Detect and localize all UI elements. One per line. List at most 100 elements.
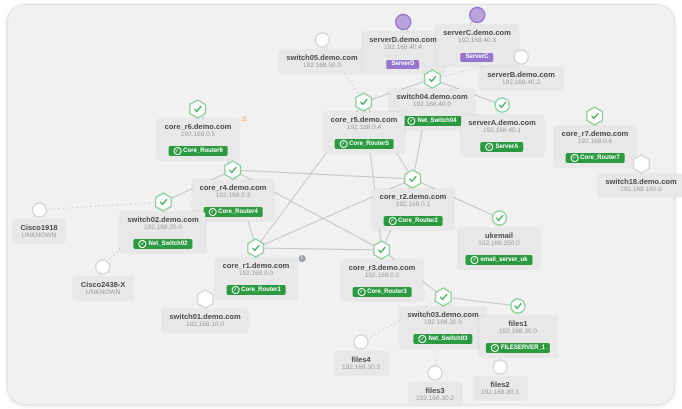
node-status-icon[interactable] bbox=[153, 192, 173, 212]
node-status-icon[interactable] bbox=[312, 30, 332, 50]
badge-label: Core_Router3 bbox=[367, 288, 407, 295]
hexagon-blank-icon bbox=[632, 154, 650, 174]
node-hostname: switch03.demo.com bbox=[407, 310, 479, 319]
circle-purple-icon bbox=[468, 6, 486, 24]
node-hostname: Cisco2438-X bbox=[80, 280, 126, 289]
node-status-icon[interactable] bbox=[631, 154, 651, 174]
badge-check-icon: ✓ bbox=[485, 143, 494, 151]
check-icon bbox=[498, 101, 506, 109]
node-hostname: serverC.demo.com bbox=[443, 28, 511, 37]
node-status-icon[interactable] bbox=[433, 287, 453, 307]
node-hostname: core_r5.demo.com bbox=[330, 115, 398, 124]
hexagon-check-icon bbox=[247, 238, 265, 258]
node-status-icon[interactable] bbox=[585, 106, 605, 126]
node-hostname: serverA.demo.com bbox=[468, 118, 536, 127]
node-hostname: switch18.demo.com bbox=[605, 177, 677, 186]
hexagon-check-icon bbox=[423, 69, 441, 89]
circle-check-icon bbox=[510, 298, 526, 314]
device-role-badge: ✓Core_Router7 bbox=[565, 153, 625, 163]
device-role-badge: ✓Net_Switch03 bbox=[413, 334, 473, 344]
node-status-icon[interactable] bbox=[188, 99, 208, 119]
circle-blank-icon bbox=[314, 32, 330, 48]
node-status-icon[interactable] bbox=[223, 160, 243, 180]
node-status-icon[interactable] bbox=[351, 332, 371, 352]
node-ip-address: 192.168.30.0 bbox=[499, 328, 537, 335]
node-status-icon[interactable] bbox=[490, 357, 510, 377]
node-ip-address: UNKNOWN bbox=[85, 289, 121, 296]
node-hostname: core_r2.demo.com bbox=[379, 192, 447, 201]
node-status-icon[interactable] bbox=[393, 12, 413, 32]
node-ip-address: 192.168.250.0 bbox=[478, 240, 520, 247]
node-status-icon[interactable] bbox=[422, 69, 442, 89]
node-status-icon[interactable] bbox=[354, 92, 374, 112]
node-ip-address: 192.168.40.2 bbox=[502, 79, 540, 86]
node-status-icon[interactable] bbox=[425, 363, 445, 383]
badge-check-icon: ✓ bbox=[407, 117, 416, 125]
node-status-icon[interactable] bbox=[492, 95, 512, 115]
node-status-icon[interactable] bbox=[403, 169, 423, 189]
node-status-icon[interactable] bbox=[467, 5, 487, 25]
node-status-icon[interactable] bbox=[195, 289, 215, 309]
node-status-icon[interactable] bbox=[246, 238, 266, 258]
device-role-badge: ✓Core_Router3 bbox=[352, 287, 412, 297]
node-status-icon[interactable] bbox=[93, 257, 113, 277]
badge-check-icon: ✓ bbox=[490, 344, 499, 352]
node-status-icon[interactable] bbox=[511, 47, 531, 67]
node-status-icon[interactable] bbox=[508, 296, 528, 316]
badge-label: Core_Router7 bbox=[580, 154, 620, 161]
node-status-icon[interactable] bbox=[29, 200, 49, 220]
node-hostname: core_r7.demo.com bbox=[561, 129, 629, 138]
node-hostname: core_r6.demo.com bbox=[164, 122, 232, 131]
node-status-icon[interactable] bbox=[372, 240, 392, 260]
node-status-icon[interactable] bbox=[489, 208, 509, 228]
node-hostname: files3 bbox=[425, 386, 445, 395]
node-ip-address: 192.168.30.1 bbox=[481, 389, 519, 396]
